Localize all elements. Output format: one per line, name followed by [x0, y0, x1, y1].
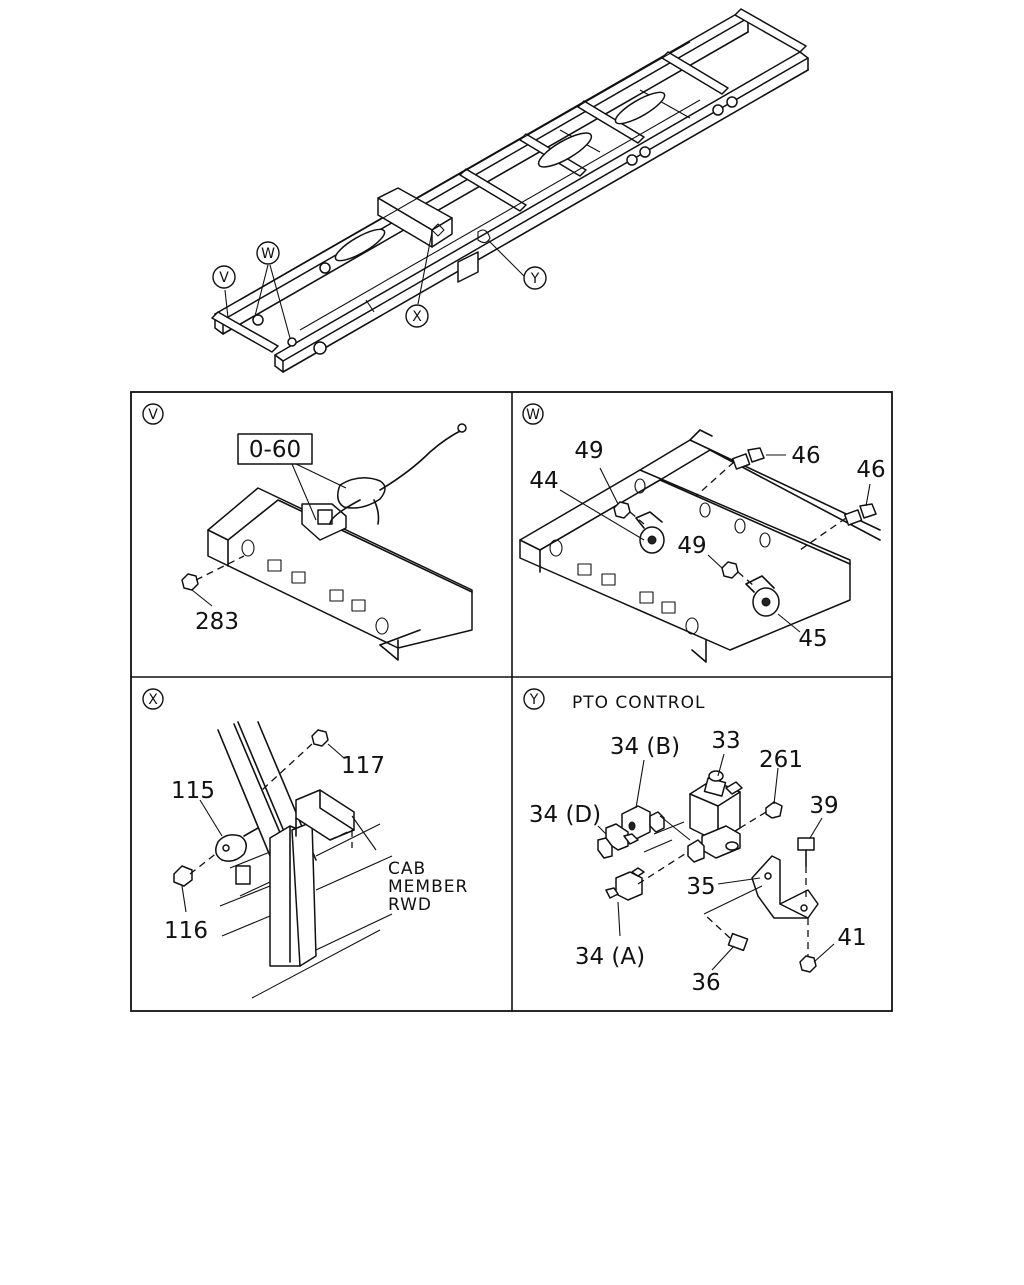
label-46-a: 46: [791, 443, 820, 469]
label-34d: 34 (D): [529, 802, 601, 828]
svg-text:RWD: RWD: [388, 895, 432, 915]
panel-y-detail: Y PTO CONTROL: [523, 688, 867, 996]
label-116: 116: [164, 918, 208, 944]
label-35: 35: [686, 874, 715, 900]
chassis-frame-overview: [211, 8, 809, 373]
callout-y[interactable]: Y: [523, 266, 547, 290]
label-115: 115: [171, 778, 215, 804]
pto-control-title: PTO CONTROL: [572, 693, 705, 713]
panel-v-detail: V 0-60 283: [142, 403, 473, 661]
overview-callouts: V W X Y: [212, 231, 547, 339]
svg-text:V: V: [148, 407, 158, 423]
svg-text:MEMBER: MEMBER: [388, 877, 468, 897]
svg-text:Y: Y: [529, 692, 539, 708]
callout-x[interactable]: X: [405, 304, 429, 328]
svg-text:X: X: [148, 692, 158, 708]
panel-v-badge: V: [142, 403, 164, 425]
label-36: 36: [691, 970, 720, 996]
label-45: 45: [798, 626, 827, 652]
ref-box-0-60[interactable]: 0-60: [237, 433, 313, 465]
svg-text:X: X: [412, 309, 422, 325]
label-261: 261: [759, 747, 803, 773]
detail-panel-grid: [130, 391, 893, 1012]
panel-x-detail: X: [142, 688, 468, 999]
panel-x-badge: X: [142, 688, 164, 710]
label-34a: 34 (A): [575, 944, 645, 970]
callout-v[interactable]: V: [212, 265, 236, 289]
panel-y-badge: Y: [523, 688, 545, 710]
svg-text:CAB: CAB: [388, 859, 426, 879]
svg-text:W: W: [526, 407, 540, 423]
svg-text:W: W: [261, 246, 275, 262]
label-33: 33: [711, 728, 740, 754]
callout-w[interactable]: W: [256, 241, 280, 265]
label-49-a: 49: [574, 438, 603, 464]
svg-text:0-60: 0-60: [249, 437, 301, 463]
label-46-b: 46: [856, 457, 885, 483]
panel-w-badge: W: [522, 403, 544, 425]
label-283: 283: [195, 609, 239, 635]
svg-text:Y: Y: [530, 271, 540, 287]
label-117: 117: [341, 753, 385, 779]
panel-w-detail: W: [519, 403, 886, 663]
label-49-b: 49: [677, 533, 706, 559]
label-41: 41: [837, 925, 866, 951]
cab-member-rwd-note: CAB MEMBER RWD: [388, 859, 468, 915]
svg-text:V: V: [219, 270, 229, 286]
label-44: 44: [529, 468, 558, 494]
label-34b: 34 (B): [610, 734, 680, 760]
label-39: 39: [809, 793, 838, 819]
